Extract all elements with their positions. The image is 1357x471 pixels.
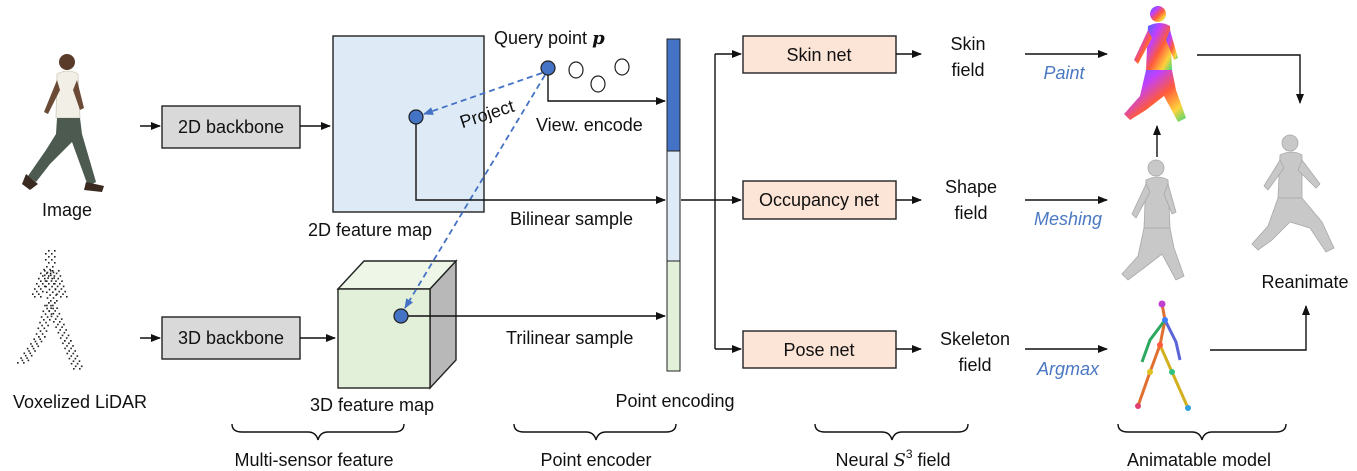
multi-sensor-brace [231, 423, 405, 441]
stage-multi-sensor-label: Multi-sensor feature [234, 450, 393, 470]
view-encode-arrow [547, 75, 666, 105]
stage-neural-field-label: Neural S3 field [835, 447, 950, 471]
2d-feature-map [332, 35, 485, 213]
skeleton-field-label-1: Skeleton [940, 329, 1010, 349]
animatable-brace [1117, 423, 1287, 441]
sample-point [590, 75, 606, 93]
bilinear-sample-arrow [415, 124, 666, 204]
stage-braces [231, 423, 1287, 441]
query-point-label: Query point p [494, 28, 605, 49]
walking-person-image [22, 54, 104, 192]
pose-net-label: Pose net [783, 340, 854, 360]
2d-feature-map-label: 2D feature map [308, 220, 432, 240]
point-encoding-label: Point encoding [615, 391, 734, 411]
3d-backbone-box [161, 316, 301, 360]
2d-backbone-label: 2D backbone [178, 117, 284, 137]
shape-field-label-2: field [954, 203, 987, 223]
pose-net-box [742, 330, 897, 369]
meshing-label: Meshing [1034, 209, 1102, 229]
query-point [540, 60, 556, 76]
bilinear-label: Bilinear sample [510, 209, 633, 229]
sample-point [568, 61, 584, 79]
project-2d-dashed-arrow [423, 72, 543, 115]
reanimate-label: Reanimate [1261, 272, 1348, 292]
skin-painted-avatar [1124, 6, 1186, 122]
stage-animatable-label: Animatable model [1127, 450, 1271, 470]
lidar-point-cloud [17, 250, 83, 370]
projected-2d-point [408, 109, 424, 125]
image-label: Image [42, 200, 92, 220]
skeleton-avatar [1135, 300, 1191, 411]
skin-field-label-1: Skin [950, 34, 985, 54]
point-encoding-vector [666, 38, 681, 372]
skeleton-to-reanimate-arrow [1210, 305, 1310, 351]
stage-point-encoder-label: Point encoder [540, 450, 651, 470]
trilinear-label: Trilinear sample [506, 328, 633, 348]
skeleton-field-label-2: field [958, 355, 991, 375]
skin-net-box [742, 35, 897, 74]
view-encode-label: View. encode [536, 115, 643, 135]
mesh-avatar [1121, 159, 1185, 281]
skin-to-reanimate-arrow [1197, 54, 1304, 104]
shape-field-label-1: Shape [945, 177, 997, 197]
sample-point [614, 58, 630, 76]
lidar-label: Voxelized LiDAR [13, 392, 147, 412]
3d-feature-map-cube [336, 259, 458, 390]
3d-feature-map-label: 3D feature map [310, 395, 434, 415]
neural-field-brace [814, 423, 969, 441]
projected-3d-point [393, 308, 409, 324]
3d-backbone-label: 3D backbone [178, 328, 284, 348]
skin-field-label-2: field [951, 60, 984, 80]
project-3d-dashed-arrow [404, 74, 546, 309]
argmax-label: Argmax [1036, 359, 1100, 379]
skin-net-label: Skin net [786, 45, 851, 65]
reanimated-avatar [1251, 134, 1335, 253]
occupancy-net-label: Occupancy net [759, 190, 879, 210]
2d-backbone-box [161, 105, 301, 149]
paint-label: Paint [1043, 63, 1085, 83]
point-encoder-brace [513, 423, 677, 441]
